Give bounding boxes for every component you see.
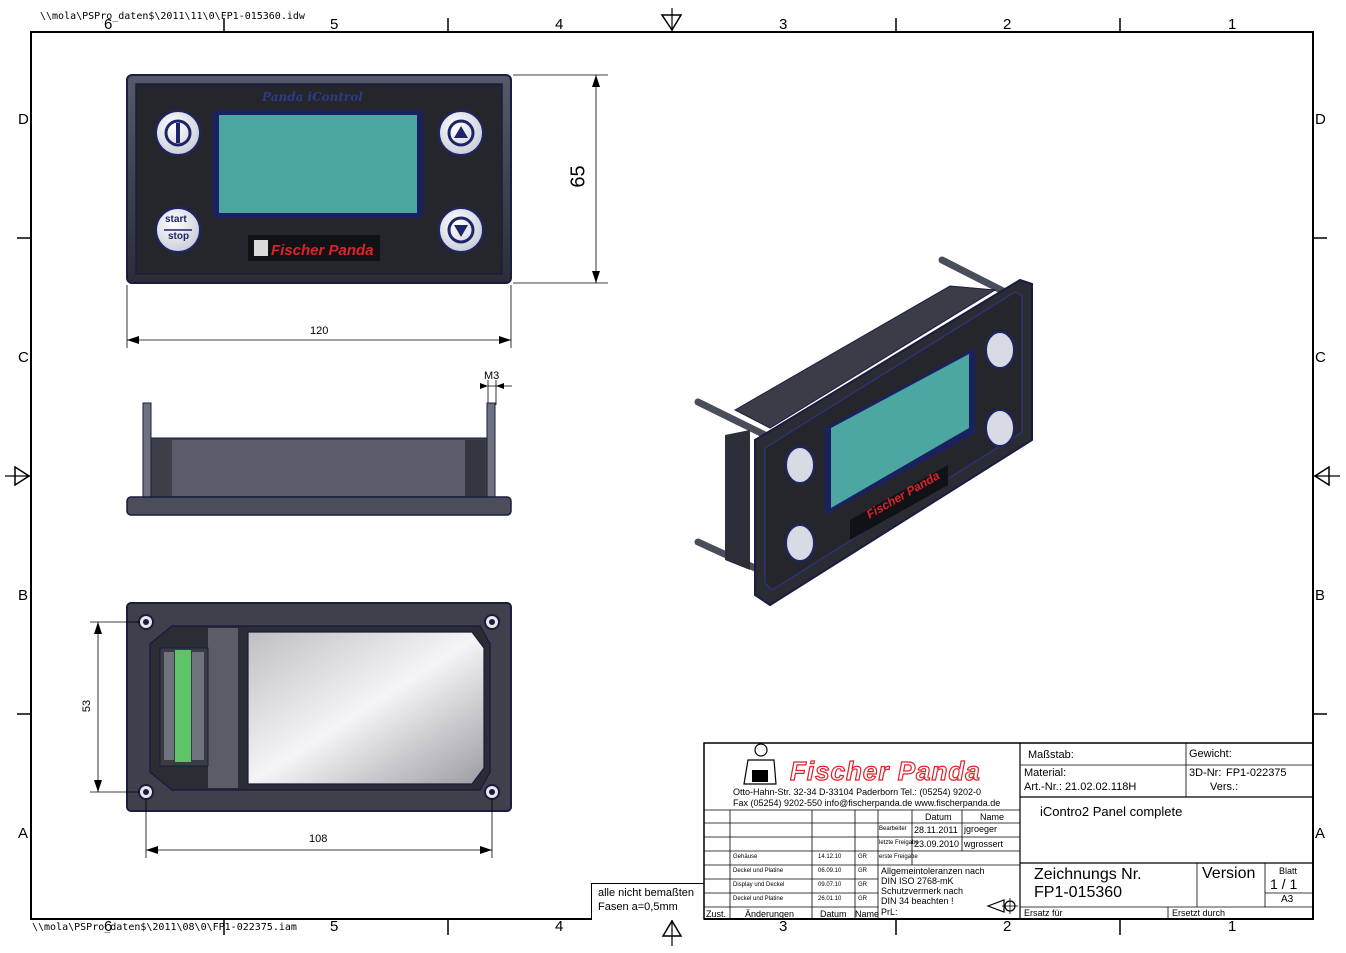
release-date: 23.09.2010 — [914, 839, 960, 849]
zone-col-2-top: 2 — [1003, 16, 1012, 33]
zone-col-5-bottom: 5 — [330, 918, 339, 935]
revision-header-zust: Zust. — [706, 909, 727, 919]
revision-header-changes: Änderungen — [745, 909, 795, 919]
iso-text: DIN ISO 2768-mK — [881, 876, 954, 886]
revision-4-date: 26.01.10 — [818, 896, 842, 902]
zone-col-5-top: 5 — [330, 16, 339, 33]
start-label: start — [165, 214, 187, 225]
zone-col-4-bottom: 4 — [555, 918, 564, 935]
file-path-top: \\mola\PSPro_daten$\2011\11\0\FP1-015360… — [40, 11, 305, 22]
revision-1-text: Gehäuse — [733, 854, 758, 860]
company-address: Otto-Hahn-Str. 32-34 D-33104 Paderborn T… — [733, 787, 981, 797]
revision-1-name: GR — [858, 854, 867, 860]
zone-col-1-top: 1 — [1228, 16, 1237, 33]
dim-thread-m3: M3 — [484, 370, 500, 382]
protection-text: Schutzvermerk nach — [881, 886, 964, 896]
zone-col-6-bottom: 6 — [104, 918, 113, 935]
sheet-label: Blatt — [1279, 866, 1298, 876]
author-date: 28.11.2011 — [914, 825, 958, 835]
zone-row-c-left: C — [18, 349, 29, 366]
replacement-for: Ersatz für — [1024, 908, 1063, 918]
revision-4-name: GR — [858, 896, 867, 902]
revision-header-date: Datum — [820, 909, 847, 919]
release-label: letzte Freigabe — [879, 840, 919, 846]
zone-col-1-bottom: 1 — [1228, 918, 1237, 935]
zone-col-3-top: 3 — [779, 16, 788, 33]
revision-3-name: GR — [858, 882, 867, 888]
zone-row-a-right: A — [1315, 825, 1326, 842]
brand-label-front: Fischer Panda — [271, 242, 374, 259]
zone-col-4-top: 4 — [555, 16, 564, 33]
date-header: Datum — [925, 812, 952, 822]
revision-1-date: 14.12.10 — [818, 854, 842, 860]
model-no-label: 3D-Nr: — [1189, 767, 1222, 779]
revision-3-text: Display und Deckel — [733, 882, 785, 888]
drawing-no: FP1-015360 — [1034, 884, 1123, 901]
scale-label: Maßstab: — [1028, 749, 1074, 761]
sheet-number: 1 / 1 — [1270, 876, 1298, 892]
revision-header-name: Name — [855, 909, 880, 919]
zone-row-b-right: B — [1315, 587, 1326, 604]
article-number: Art.-Nr.: 21.02.02.118H — [1024, 781, 1137, 793]
note-line-1: alle nicht bemaßten — [598, 887, 694, 899]
author-name: jgroeger — [964, 824, 998, 834]
zone-col-2-bottom: 2 — [1003, 918, 1012, 935]
note-box: alle nicht bemaßten Fasen a=0,5mm — [591, 883, 704, 920]
stop-label: stop — [168, 231, 190, 242]
note-line-2: Fasen a=0,5mm — [598, 901, 678, 913]
zone-row-d-right: D — [1315, 111, 1326, 128]
version-small-label: Vers.: — [1210, 781, 1239, 793]
zone-col-3-bottom: 3 — [779, 918, 788, 935]
revision-2-text: Deckel und Platine — [733, 868, 784, 874]
release-name: wgrossert — [964, 839, 1004, 849]
revision-2-date: 06.09.10 — [818, 868, 842, 874]
name-header: Name — [980, 812, 1005, 822]
dim-rear-108: 108 — [309, 833, 328, 845]
zone-row-c-right: C — [1315, 349, 1326, 366]
drawing-no-label: Zeichnungs Nr. — [1034, 866, 1142, 883]
front-view — [126, 74, 608, 348]
din34-text: DIN 34 beachten ! — [881, 896, 954, 906]
zone-row-b-left: B — [18, 587, 29, 604]
check-label: PrL: — [881, 907, 898, 917]
drawing-title: iContro2 Panel complete — [1040, 804, 1183, 819]
file-path-bottom: \\mola\PSPro_daten$\2011\08\0\FP1-022375… — [32, 922, 297, 933]
isometric-view — [694, 256, 1033, 607]
revision-2-name: GR — [858, 868, 867, 874]
revision-4-text: Deckel und Platine — [733, 896, 784, 902]
tolerance-text: Allgemeintoleranzen nach — [881, 866, 985, 876]
zone-row-a-left: A — [18, 825, 29, 842]
material-label: Material: — [1024, 767, 1067, 779]
replaced-by: Ersetzt durch — [1172, 908, 1226, 918]
company-contact: Fax (05254) 9202-550 info@fischerpanda.d… — [733, 798, 1001, 808]
author-label: Bearbeiter — [879, 826, 907, 832]
title-block-company: Fischer Panda — [789, 755, 981, 786]
zone-row-d-left: D — [18, 111, 29, 128]
model-no: FP1-022375 — [1226, 767, 1287, 779]
side-view — [126, 380, 512, 516]
zone-col-6-top: 6 — [104, 16, 113, 33]
dim-width-120: 120 — [310, 325, 329, 337]
revision-3-date: 09.07.10 — [818, 882, 842, 888]
weight-label: Gewicht: — [1189, 748, 1232, 760]
version-label: Version — [1202, 865, 1256, 882]
display-label: Panda iControl — [262, 90, 363, 104]
sheet-format: A3 — [1281, 894, 1294, 905]
rear-view — [90, 602, 512, 858]
approval-label: erste Freigabe — [879, 854, 918, 860]
